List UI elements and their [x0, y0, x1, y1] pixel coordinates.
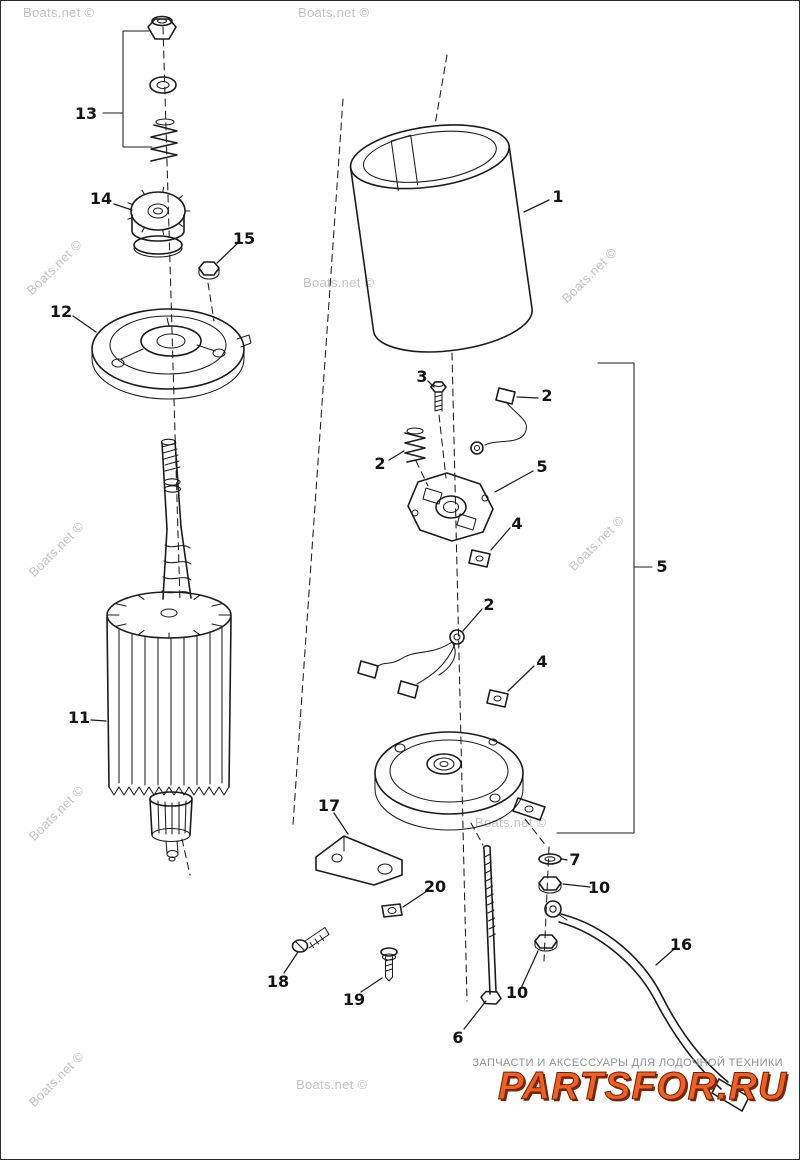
part-brush-retainer-lower [486, 689, 509, 708]
part-through-bolt [480, 845, 502, 1005]
part-screw-18 [291, 926, 330, 953]
part-locknut-washer-spring-group [102, 15, 178, 162]
callout-bracket-5 [556, 362, 653, 834]
callout-5b: 5 [656, 557, 667, 576]
callout-7: 7 [569, 850, 580, 869]
watermark-text: Boats.net © [296, 1077, 368, 1092]
part-end-cap-assembly [374, 731, 546, 831]
callout-14: 14 [90, 189, 112, 208]
part-washer-7 [538, 853, 562, 865]
part-brush-spring [404, 427, 426, 463]
partsfor-logo: PARTSFOR.RU [497, 1065, 787, 1108]
part-brush-holder-plate [407, 472, 494, 542]
part-mounting-bracket [315, 835, 403, 886]
part-hex-nut-upper [538, 876, 562, 894]
part-hex-nut-lower [534, 934, 558, 952]
callout-12: 12 [50, 302, 72, 321]
callout-13: 13 [75, 104, 97, 123]
watermark-text: Boats.net © [298, 5, 370, 20]
callout-2a: 2 [541, 386, 552, 405]
callout-numbers: 13 14 15 12 11 1 3 2 2 5 4 2 4 5 17 20 1… [50, 104, 692, 1047]
part-terminal-screw [430, 380, 447, 412]
callout-2c: 2 [483, 595, 494, 614]
part-brush-set-lower [357, 629, 465, 699]
callout-17: 17 [318, 796, 340, 815]
part-pinion-nut [198, 261, 220, 280]
callout-5a: 5 [536, 457, 547, 476]
part-armature [106, 438, 232, 862]
part-starter-frame [349, 124, 533, 353]
watermark-text: Boats.net © [475, 815, 547, 830]
part-screw-19 [380, 947, 398, 982]
callout-4b: 4 [536, 652, 547, 671]
callout-2b: 2 [374, 454, 385, 473]
callout-16: 16 [670, 935, 692, 954]
part-drive-end-frame [91, 308, 252, 400]
callout-10a: 10 [588, 878, 610, 897]
part-brush-retainer-upper [468, 549, 491, 568]
part-battery-cable [558, 913, 750, 1112]
callout-15: 15 [233, 229, 255, 248]
cable-ring-terminal [544, 900, 568, 921]
callout-6: 6 [452, 1028, 463, 1047]
callout-1: 1 [552, 187, 563, 206]
part-drive-pinion-gear [127, 186, 191, 258]
part-brush-and-lead-upper [470, 387, 527, 455]
callout-10b: 10 [506, 983, 528, 1002]
part-square-nut [381, 903, 403, 918]
watermark-text: Boats.net © [23, 5, 95, 20]
callout-4a: 4 [511, 514, 522, 533]
callout-3: 3 [416, 367, 427, 386]
assembly-axis-lines [162, 26, 550, 1002]
footer-tagline: ЗАПЧАСТИ И АКСЕССУАРЫ ДЛЯ ЛОДОЧНОЙ ТЕХНИ… [472, 1057, 783, 1069]
callout-20: 20 [424, 877, 446, 896]
callout-leader-lines [72, 199, 674, 1030]
watermark-text: Boats.net © [303, 275, 375, 290]
callout-11: 11 [68, 708, 90, 727]
callout-19: 19 [343, 990, 365, 1009]
callout-18: 18 [267, 972, 289, 991]
